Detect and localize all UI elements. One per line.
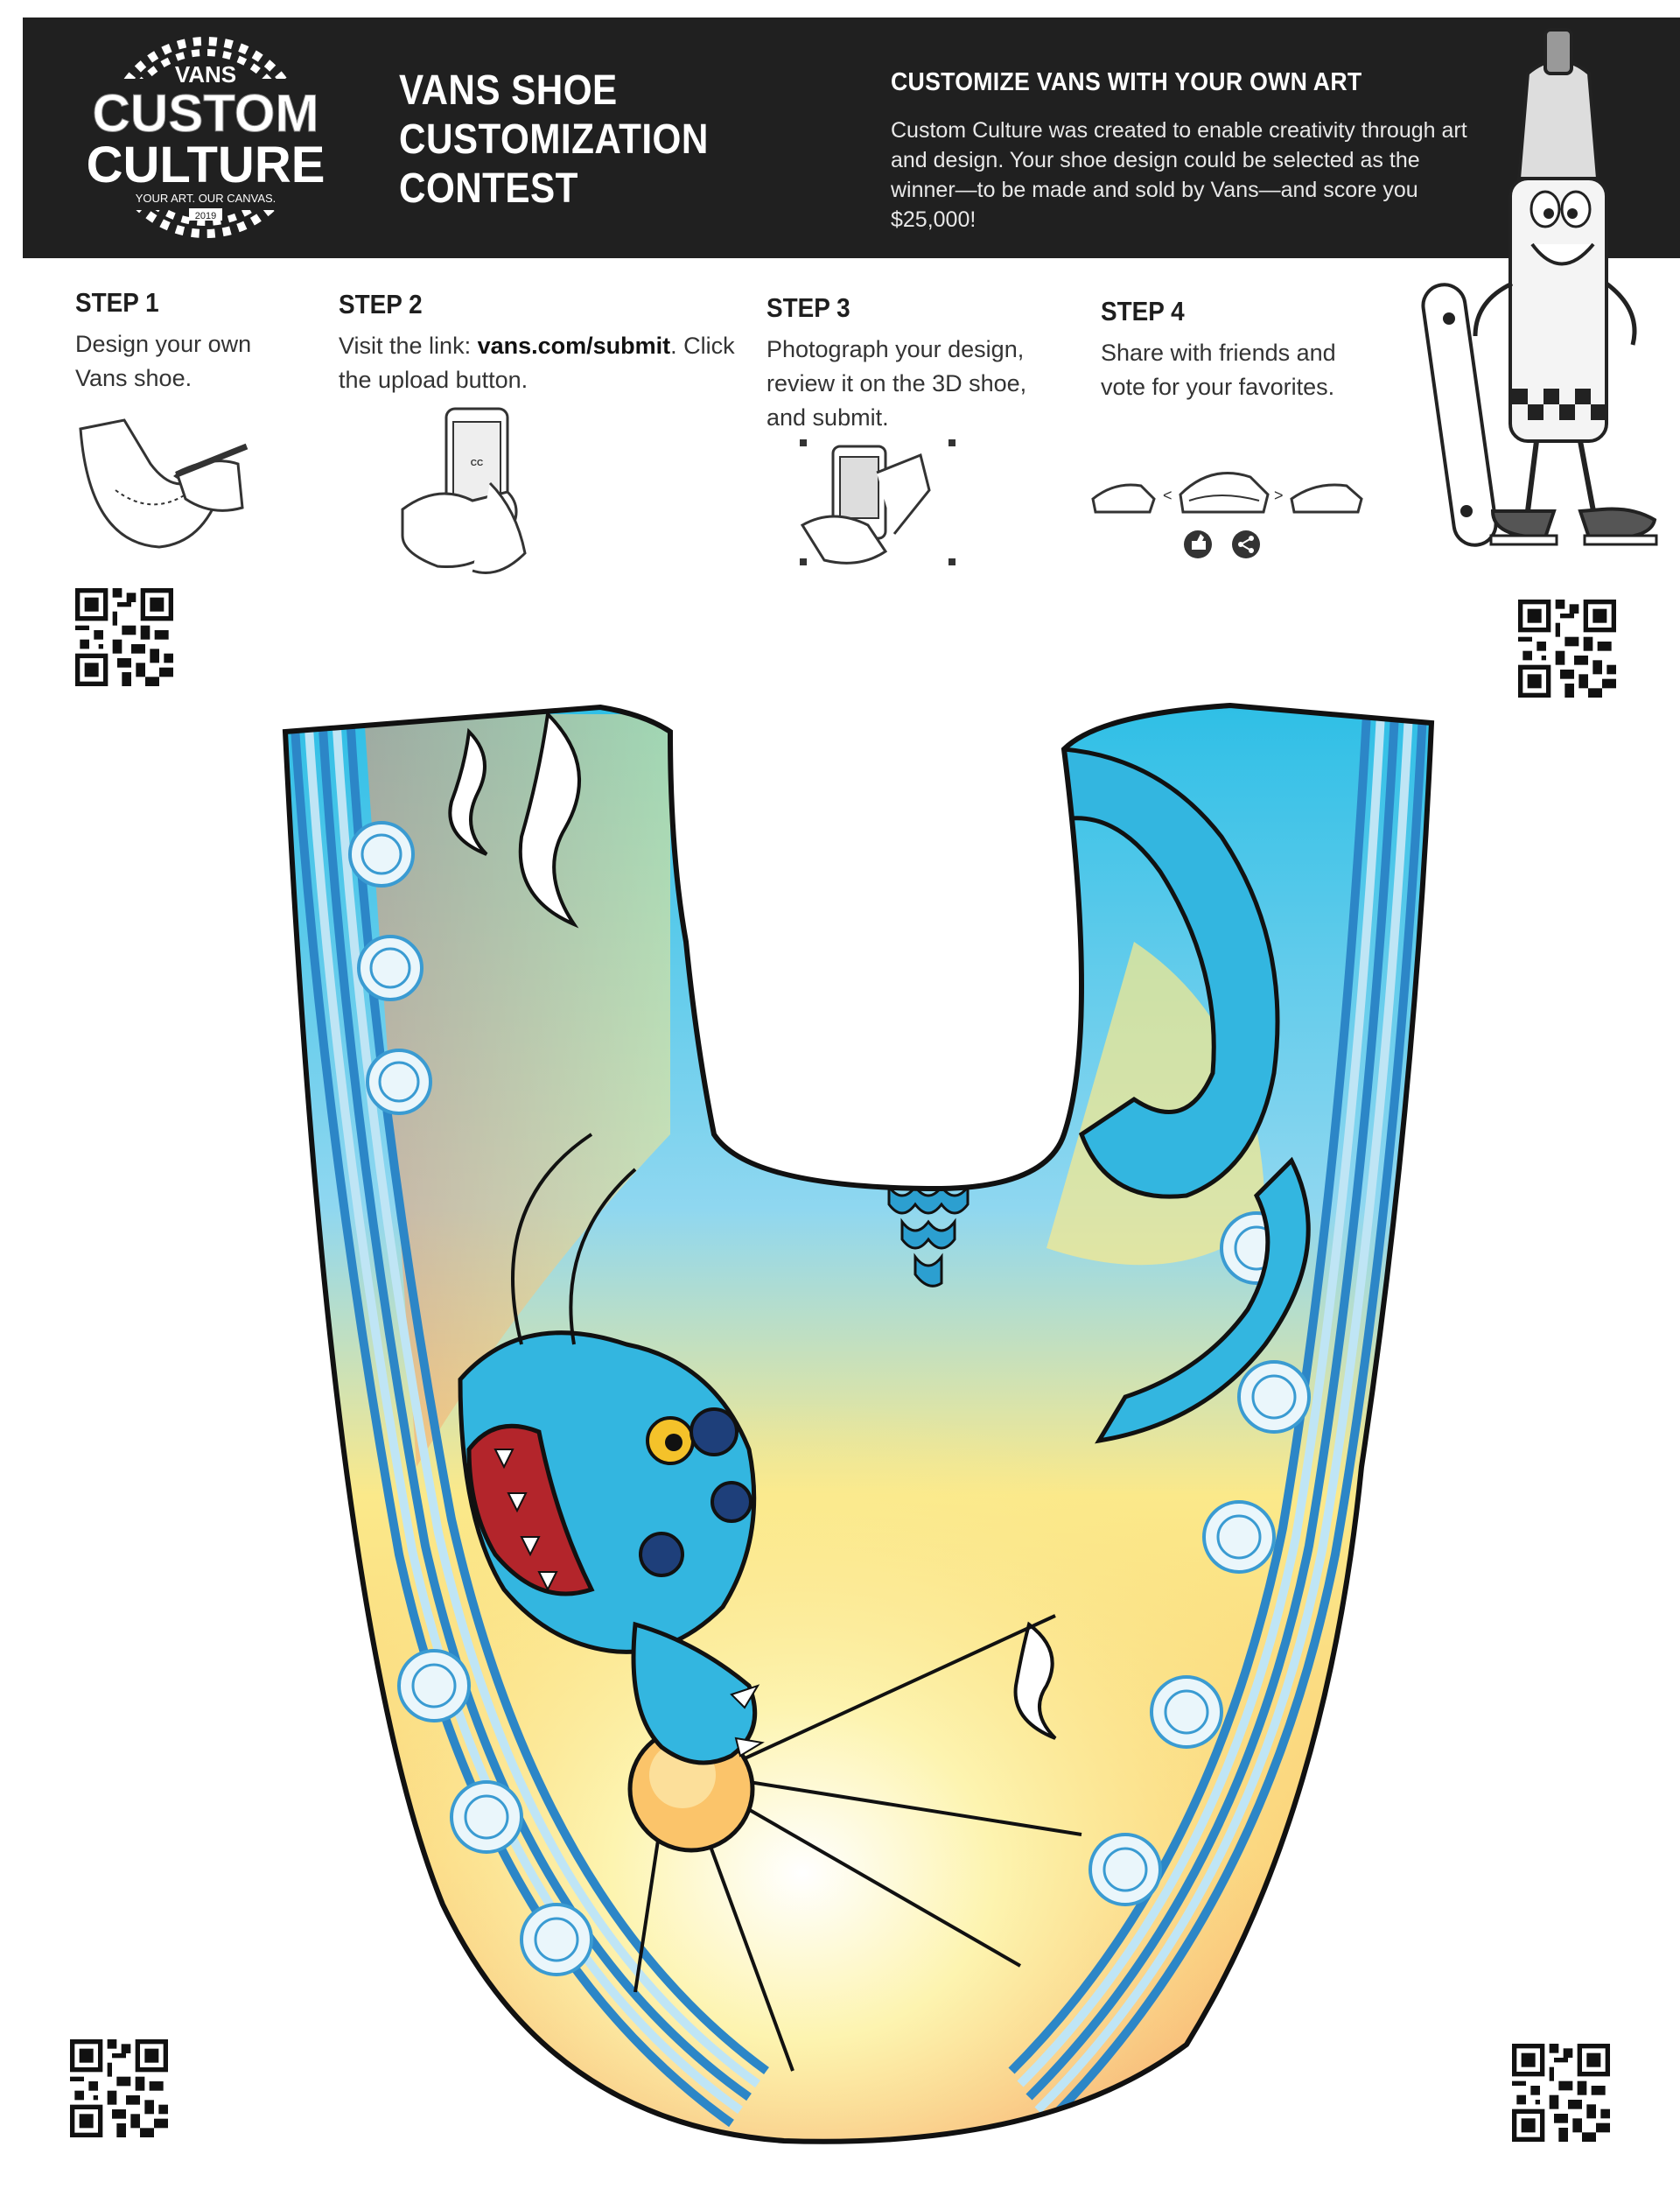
title-line: CUSTOMIZATION: [399, 116, 709, 163]
promo-heading: CUSTOMIZE VANS WITH YOUR OWN ART: [891, 68, 1362, 96]
share-icon[interactable]: [1232, 530, 1260, 558]
dragon-shoe-artwork: [259, 679, 1466, 2158]
step-4: STEP 4 Share with friends and vote for y…: [1101, 296, 1416, 404]
qr-code-icon: [1512, 2044, 1610, 2142]
step-text-prefix: Visit the link:: [339, 333, 478, 359]
svg-text:CC: CC: [471, 459, 483, 468]
step-title: STEP 3: [766, 292, 850, 323]
shoe-icon: [1091, 483, 1156, 514]
title-line: CONTEST: [399, 165, 578, 212]
spray-can-mascot-illustration: [1414, 21, 1676, 564]
step-4-illustration: < >: [1088, 446, 1368, 569]
step-text: Photograph your design, review it on the…: [766, 336, 1027, 431]
submit-link[interactable]: vans.com/submit: [477, 333, 671, 359]
header-banner: VANS CUSTOM CULTURE YOUR ART. OUR CANVAS…: [23, 18, 1680, 258]
custom-culture-logo: VANS CUSTOM CULTURE YOUR ART. OUR CANVAS…: [70, 28, 341, 247]
logo-line2: CULTURE: [87, 137, 326, 193]
logo-line1: CUSTOM: [93, 84, 319, 143]
step-text: Share with friends and vote for your fav…: [1101, 340, 1336, 400]
qr-code-icon: [1518, 600, 1616, 698]
contest-title: VANS SHOE CUSTOMIZATION CONTEST: [399, 67, 800, 214]
step-2: STEP 2 Visit the link: vans.com/submit. …: [339, 289, 735, 397]
step-2-illustration: CC: [385, 404, 560, 579]
logo-tagline: YOUR ART. OUR CANVAS.: [136, 192, 276, 205]
logo-year: 2019: [195, 211, 216, 221]
promo-body: Custom Culture was created to enable cre…: [891, 118, 1467, 232]
qr-code-icon: [70, 2039, 168, 2137]
svg-text:>: >: [1274, 487, 1284, 504]
step-1-illustration: [72, 411, 256, 551]
dragon-head: [458, 1133, 765, 1765]
step-text: Design your own Vans shoe.: [75, 331, 252, 391]
step-title: STEP 1: [75, 287, 159, 318]
logo-brand: VANS: [175, 61, 236, 88]
step-text-suffix: . Click the upload button.: [339, 333, 735, 393]
step-3-illustration: [798, 438, 964, 569]
step-title: STEP 2: [339, 289, 423, 319]
step-title: STEP 4: [1101, 296, 1185, 326]
step-text: Visit the link: vans.com/submit. Click t…: [339, 329, 741, 397]
thumbs-up-icon[interactable]: [1184, 530, 1212, 558]
svg-text:<: <: [1163, 487, 1172, 504]
step-1: STEP 1 Design your own Vans shoe.: [75, 287, 390, 396]
title-line: VANS SHOE: [399, 67, 618, 114]
pencil-icon: [173, 443, 248, 480]
step-3: STEP 3 Photograph your design, review it…: [766, 292, 1082, 435]
qr-code-icon: [75, 588, 173, 686]
